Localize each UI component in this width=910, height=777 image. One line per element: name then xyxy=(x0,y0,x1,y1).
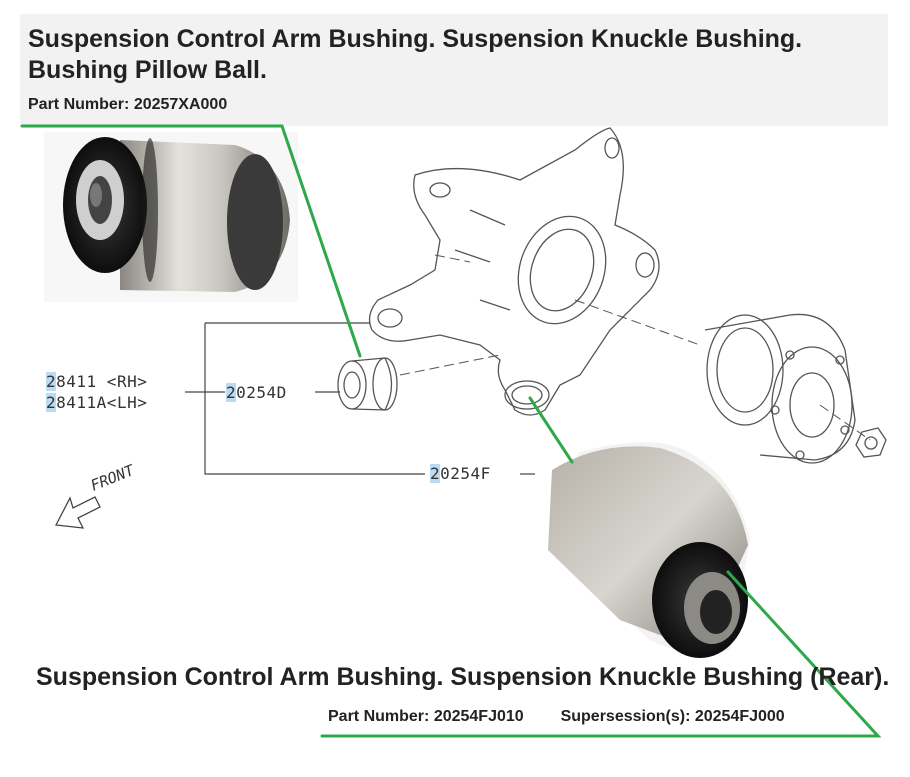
green-leader-lines xyxy=(20,124,882,738)
callout-20254f-prefix: 2 xyxy=(430,464,441,483)
knuckle-line-art xyxy=(368,127,660,416)
header-band xyxy=(20,14,888,126)
hub-line-art xyxy=(704,313,887,464)
bottom-part-number-value: 20254FJ010 xyxy=(433,708,524,725)
callout-leader-lines xyxy=(185,322,535,475)
callout-20254f: 20254F xyxy=(430,464,491,483)
top-part-number-label: Part Number: xyxy=(28,96,130,113)
rear-knuckle-bushing-photo xyxy=(548,442,750,658)
supersession-value: 20254FJ000 xyxy=(694,708,785,725)
top-part-title: Suspension Control Arm Bushing. Suspensi… xyxy=(28,25,803,84)
callout-28411-text: 8411 <RH> xyxy=(56,372,148,391)
bottom-part-number-label: Part Number: xyxy=(328,708,430,725)
assembly-dashed-lines xyxy=(399,254,871,441)
callout-20254d: 20254D xyxy=(226,383,287,402)
callout-20254d-text: 0254D xyxy=(236,383,287,402)
front-arrow-icon xyxy=(54,496,101,529)
bottom-part-title: Suspension Control Arm Bushing. Suspensi… xyxy=(36,663,890,691)
callout-20254f-text: 0254F xyxy=(440,464,491,483)
callout-28411a: 28411A<LH> xyxy=(46,393,147,412)
callout-20254d-prefix: 2 xyxy=(226,383,237,402)
top-part-number-value: 20257XA000 xyxy=(133,96,228,113)
callout-28411a-text: 8411A<LH> xyxy=(56,393,148,412)
callout-28411: 28411 <RH> xyxy=(46,372,147,391)
bushing-20254d-drawing xyxy=(337,357,398,411)
supersession-label: Supersession(s): xyxy=(560,708,691,725)
top-part-number: Part Number: 20257XA000 xyxy=(28,96,227,114)
pillow-ball-bushing-photo xyxy=(44,132,298,302)
callout-28411-prefix: 2 xyxy=(46,372,57,391)
callout-28411a-prefix: 2 xyxy=(46,393,57,412)
bottom-part-number-line: Part Number: 20254FJ010 Supersession(s):… xyxy=(328,708,785,726)
